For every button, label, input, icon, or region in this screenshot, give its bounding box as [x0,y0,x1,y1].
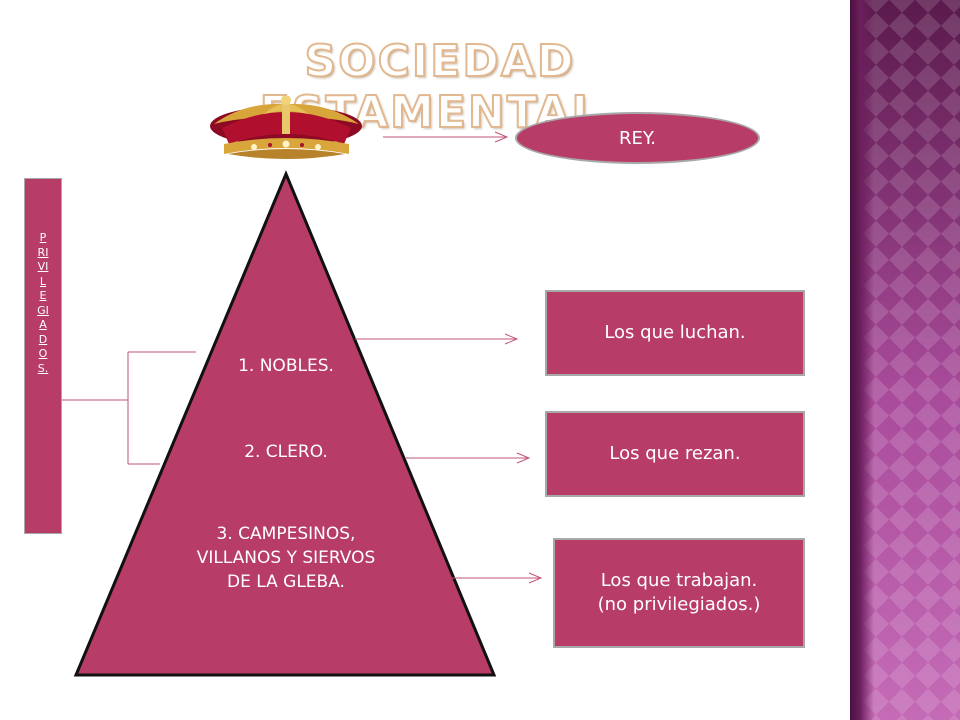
decorative-side-band [850,0,960,720]
role-label-fighters: Los que luchan. [604,322,746,343]
privileged-bar: PRIVILEGIADOS. [24,178,62,534]
crown-icon [210,96,362,159]
diagram-connectors [62,131,543,677]
king-label: REY. [619,127,656,149]
role-box-prayers: Los que rezan. [545,411,805,497]
king-box: REY. [515,112,760,164]
tier-nobles: 1. NOBLES. [238,356,334,376]
role-box-workers: Los que trabajan. (no privilegiados.) [553,538,805,648]
tier-peasants: 3. CAMPESINOS, VILLANOS Y SIERVOS DE LA … [196,524,376,592]
tier-clergy: 2. CLERO. [244,442,328,462]
role-label-prayers: Los que rezan. [609,443,741,464]
privileged-label: PRIVILEGIADOS. [37,231,49,375]
privileged-bracket [62,351,196,465]
role-box-fighters: Los que luchan. [545,290,805,376]
role-label-workers: Los que trabajan. (no privilegiados.) [597,570,761,615]
pyramid-shape [73,170,497,677]
